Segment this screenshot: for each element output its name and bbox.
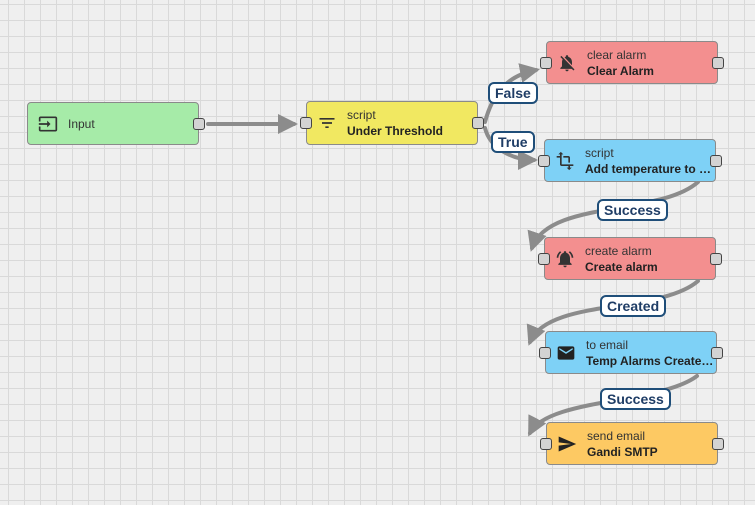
send-icon — [557, 434, 577, 454]
transform-out-port[interactable] — [710, 154, 722, 167]
node-name: Create alarm — [585, 259, 658, 274]
filter-out-port[interactable] — [472, 117, 484, 129]
input-out-port[interactable] — [193, 117, 205, 130]
clear-alarm-in-port[interactable] — [540, 56, 552, 69]
node-clear-alarm[interactable]: clear alarm Clear Alarm — [540, 41, 724, 84]
send-email-out-port[interactable] — [712, 437, 724, 450]
node-type: to email — [586, 337, 629, 352]
mail-icon — [556, 343, 576, 363]
node-to-email[interactable]: to email Temp Alarms Created... — [539, 331, 723, 374]
link-label-false[interactable]: False — [488, 82, 538, 104]
node-transform-script[interactable]: script Add temperature to m... — [538, 139, 722, 182]
node-create-alarm[interactable]: create alarm Create alarm — [538, 237, 722, 280]
clear-alarm-out-port[interactable] — [712, 56, 724, 69]
transform-icon — [555, 151, 575, 171]
filter-in-port[interactable] — [300, 117, 312, 129]
node-type: send email — [587, 428, 646, 443]
node-input-label: Input — [68, 116, 95, 131]
link-label-success-2[interactable]: Success — [600, 388, 671, 410]
filter-icon — [317, 113, 337, 133]
link-label-created[interactable]: Created — [600, 295, 667, 317]
node-name: Clear Alarm — [587, 63, 654, 78]
transform-in-port[interactable] — [538, 154, 550, 167]
node-type: clear alarm — [587, 47, 647, 62]
to-email-in-port[interactable] — [539, 346, 551, 359]
node-name: Temp Alarms Created... — [586, 353, 714, 368]
node-type: script — [347, 108, 376, 122]
node-input[interactable]: Input — [27, 102, 205, 145]
send-email-in-port[interactable] — [540, 437, 552, 450]
node-name: Add temperature to m... — [585, 161, 713, 176]
bell-ring-icon — [555, 249, 575, 269]
node-filter-script[interactable]: script Under Threshold — [300, 101, 484, 145]
create-alarm-in-port[interactable] — [538, 252, 550, 265]
link-label-success-1[interactable]: Success — [597, 199, 668, 221]
node-type: script — [585, 145, 614, 160]
node-name: Gandi SMTP — [587, 444, 658, 459]
bell-off-icon — [557, 53, 577, 73]
create-alarm-out-port[interactable] — [710, 252, 722, 265]
input-icon — [38, 114, 58, 134]
to-email-out-port[interactable] — [711, 346, 723, 359]
node-name: Under Threshold — [347, 124, 444, 138]
link-label-true[interactable]: True — [491, 131, 535, 153]
node-type: create alarm — [585, 243, 652, 258]
node-send-email[interactable]: send email Gandi SMTP — [540, 422, 724, 465]
